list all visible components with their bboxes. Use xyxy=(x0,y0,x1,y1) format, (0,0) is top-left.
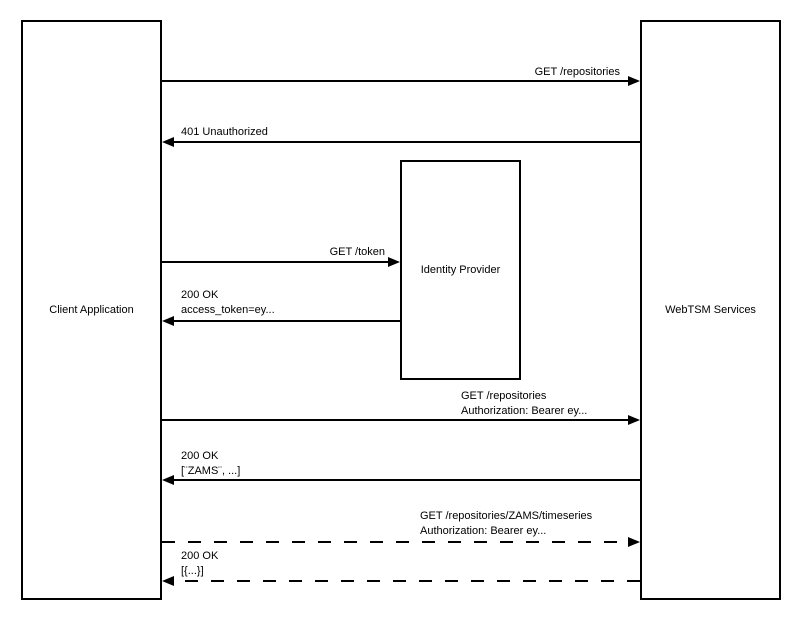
message-line: GET /repositories xyxy=(461,390,547,402)
arrow-200-access-token xyxy=(162,316,400,326)
message-line: 200 OK xyxy=(181,289,219,301)
message-label-401-unauthorized: 401 Unauthorized xyxy=(181,125,268,140)
arrow-get-repositories xyxy=(162,76,640,86)
actor-webtsm-services: WebTSM Services xyxy=(640,20,781,600)
message-line: GET /repositories/ZAMS/timeseries xyxy=(420,510,593,522)
arrow-200-zams-list xyxy=(162,475,640,485)
message-label-200-zams-list: 200 OK [¨ZAMS¨, ...] xyxy=(181,449,240,479)
message-label-get-token: GET /token xyxy=(285,245,385,260)
message-line: GET /token xyxy=(329,246,385,258)
message-line: 200 OK xyxy=(181,550,219,562)
actor-client-application: Client Application xyxy=(21,20,162,600)
message-label-get-timeseries: GET /repositories/ZAMS/timeseries Author… xyxy=(420,509,592,539)
message-label-200-timeseries-data: 200 OK [{...}] xyxy=(181,549,218,579)
actor-server-label: WebTSM Services xyxy=(665,304,756,316)
actor-idp-label: Identity Provider xyxy=(420,264,501,276)
message-line: 200 OK xyxy=(181,450,219,462)
message-label-get-repositories: GET /repositories xyxy=(450,65,620,80)
message-line: 401 Unauthorized xyxy=(181,126,268,138)
actor-identity-provider: Identity Provider xyxy=(400,160,521,380)
arrow-200-timeseries-data xyxy=(162,576,640,586)
message-line: Authorization: Bearer ey... xyxy=(461,405,588,417)
message-line: access_token=ey... xyxy=(181,304,275,316)
arrow-get-repositories-authorized xyxy=(162,415,640,425)
arrow-get-timeseries xyxy=(162,537,640,547)
message-line: [¨ZAMS¨, ...] xyxy=(181,465,241,477)
message-label-get-repositories-authorized: GET /repositories Authorization: Bearer … xyxy=(461,389,587,419)
actor-client-label: Client Application xyxy=(49,304,134,316)
message-label-200-access-token: 200 OK access_token=ey... xyxy=(181,288,275,318)
message-line: Authorization: Bearer ey... xyxy=(420,525,547,537)
message-line: [{...}] xyxy=(181,565,204,577)
arrow-401-unauthorized xyxy=(162,137,640,147)
message-line: GET /repositories xyxy=(534,66,620,78)
arrow-get-token xyxy=(162,257,400,267)
